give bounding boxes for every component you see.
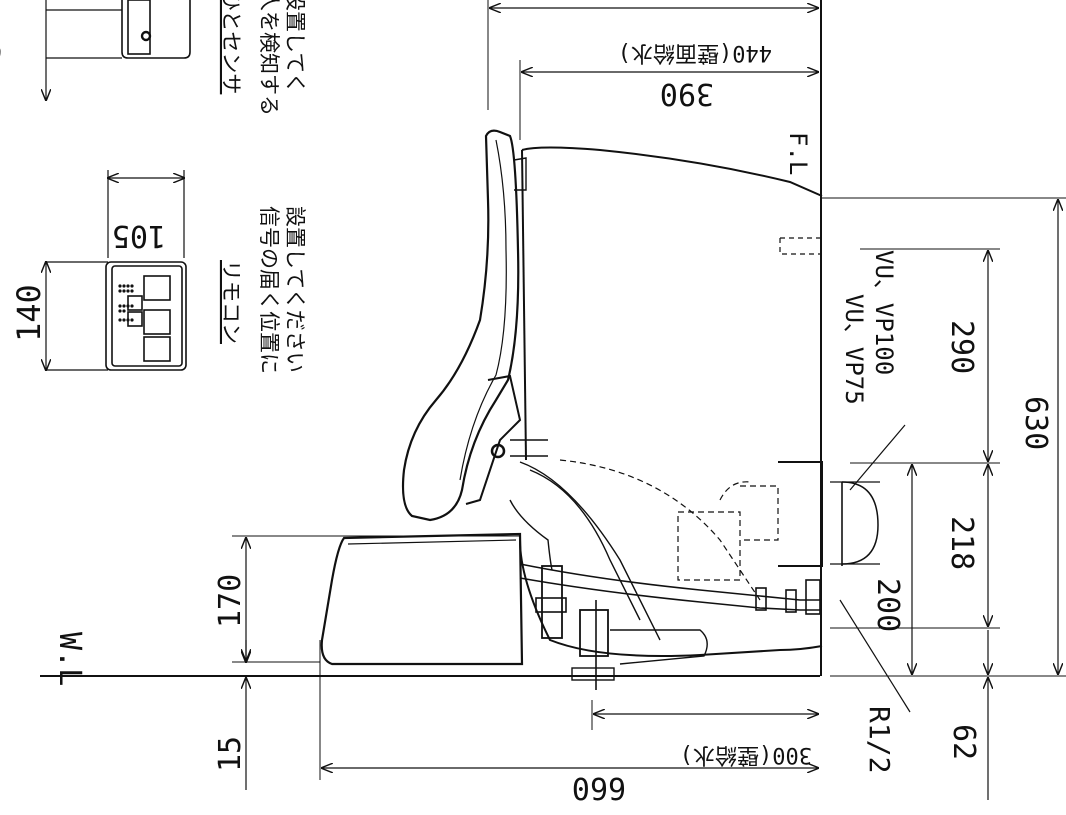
dim-15-value: 15 bbox=[213, 736, 248, 772]
sensor-note-line2: 設置してく bbox=[283, 0, 307, 94]
dim-105-value: 105 bbox=[112, 218, 166, 253]
dim-218-value: 218 bbox=[944, 516, 979, 570]
dim-390-value: 390 bbox=[660, 76, 714, 111]
dimension-lines bbox=[46, 0, 1058, 800]
dim-62-value: 62 bbox=[946, 724, 981, 760]
human-sensor bbox=[121, 0, 191, 59]
dim-660-value: 660 bbox=[572, 770, 626, 805]
r12-label: R1/2 bbox=[863, 706, 896, 773]
vu100-label: VU、VP100 bbox=[870, 250, 898, 375]
front-440-label: 440(壁面給水) bbox=[618, 40, 772, 65]
fl-label: F.L bbox=[784, 132, 812, 175]
wall-300-label: 300(壁給水) bbox=[680, 742, 812, 767]
dimension-values: 57 140 105 170 15 660 390 290 218 200 63… bbox=[0, 21, 1053, 805]
drawing-labels: W.L F.L R1/2 VU、VP75 VU、VP100 リモコン 信号の届く… bbox=[52, 0, 898, 773]
dim-200-value: 200 bbox=[870, 578, 905, 632]
sensor-note-line1: 人を検知する bbox=[257, 0, 281, 116]
vu75-label: VU、VP75 bbox=[840, 294, 868, 405]
dim-630-value: 630 bbox=[1018, 396, 1053, 450]
dim-57-value: 57 bbox=[0, 21, 8, 60]
dim-170-value: 170 bbox=[213, 574, 248, 628]
dim-290-value: 290 bbox=[944, 320, 979, 374]
dim-140-value: 140 bbox=[10, 284, 48, 342]
remote-control bbox=[105, 261, 187, 371]
extension-lines bbox=[232, 0, 1066, 780]
wl-label: W.L bbox=[52, 632, 87, 686]
remote-note-line1: 信号の届く位置に bbox=[257, 206, 281, 374]
remote-label: リモコン bbox=[219, 260, 243, 344]
toilet-body bbox=[320, 129, 880, 690]
sensor-label: ひとセンサ bbox=[219, 0, 243, 94]
remote-note-line2: 設置してください bbox=[283, 206, 307, 373]
